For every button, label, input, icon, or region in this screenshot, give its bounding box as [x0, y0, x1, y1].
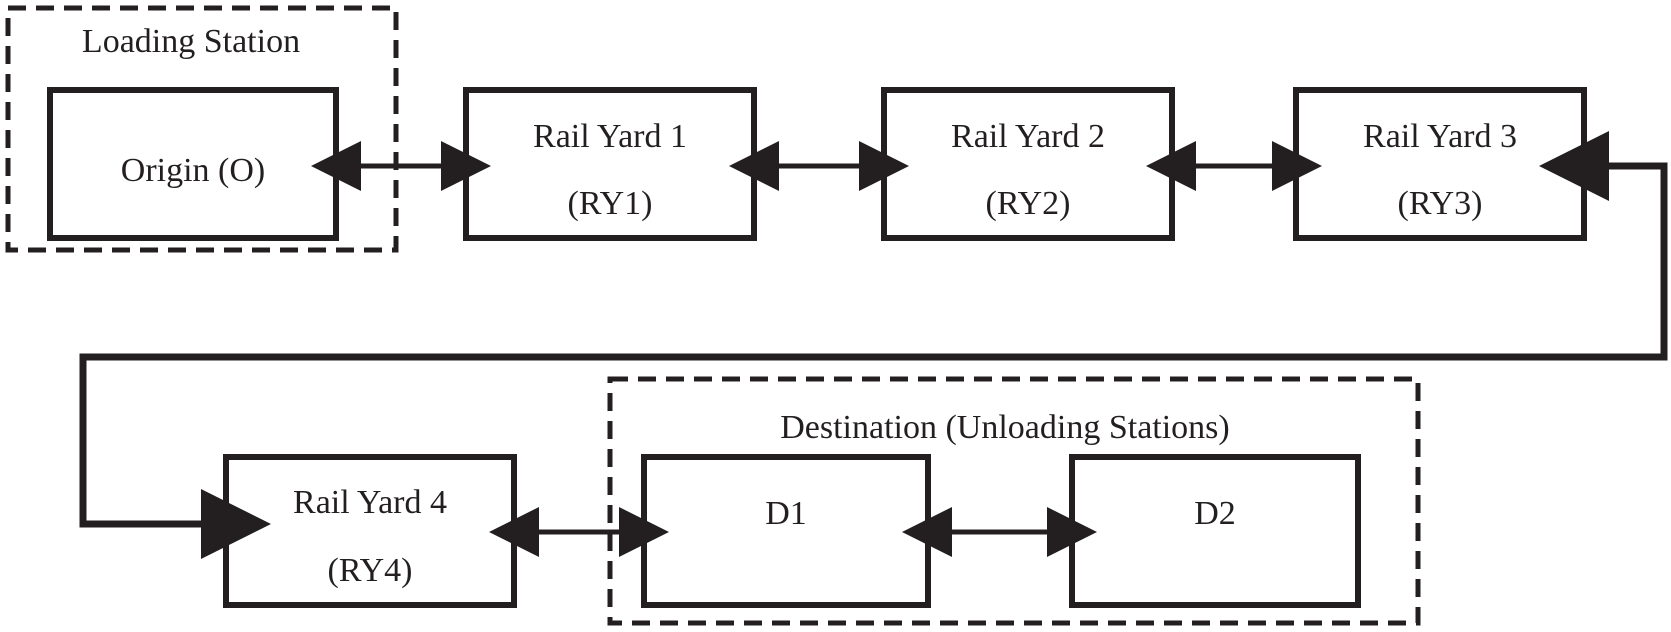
rail-yard-4-label: Rail Yard 4 — [293, 484, 447, 521]
destination-group-title: Destination (Unloading Stations) — [780, 409, 1230, 446]
rail-yard-4-code: (RY4) — [328, 552, 413, 589]
origin-node-label: Origin (O) — [121, 152, 265, 189]
rail-yard-1-label: Rail Yard 1 — [533, 118, 687, 155]
rail-yard-2-code: (RY2) — [986, 185, 1071, 222]
d2-node-label: D2 — [1194, 495, 1236, 532]
d1-node-label: D1 — [765, 495, 807, 532]
connector-ry3-ry4 — [79, 131, 1668, 559]
rail-yard-1-code: (RY1) — [568, 185, 653, 222]
rail-yard-3-label: Rail Yard 3 — [1363, 118, 1517, 155]
rail-yard-3-code: (RY3) — [1398, 185, 1483, 222]
loading-station-title: Loading Station — [82, 23, 300, 60]
rail-yard-2-label: Rail Yard 2 — [951, 118, 1105, 155]
